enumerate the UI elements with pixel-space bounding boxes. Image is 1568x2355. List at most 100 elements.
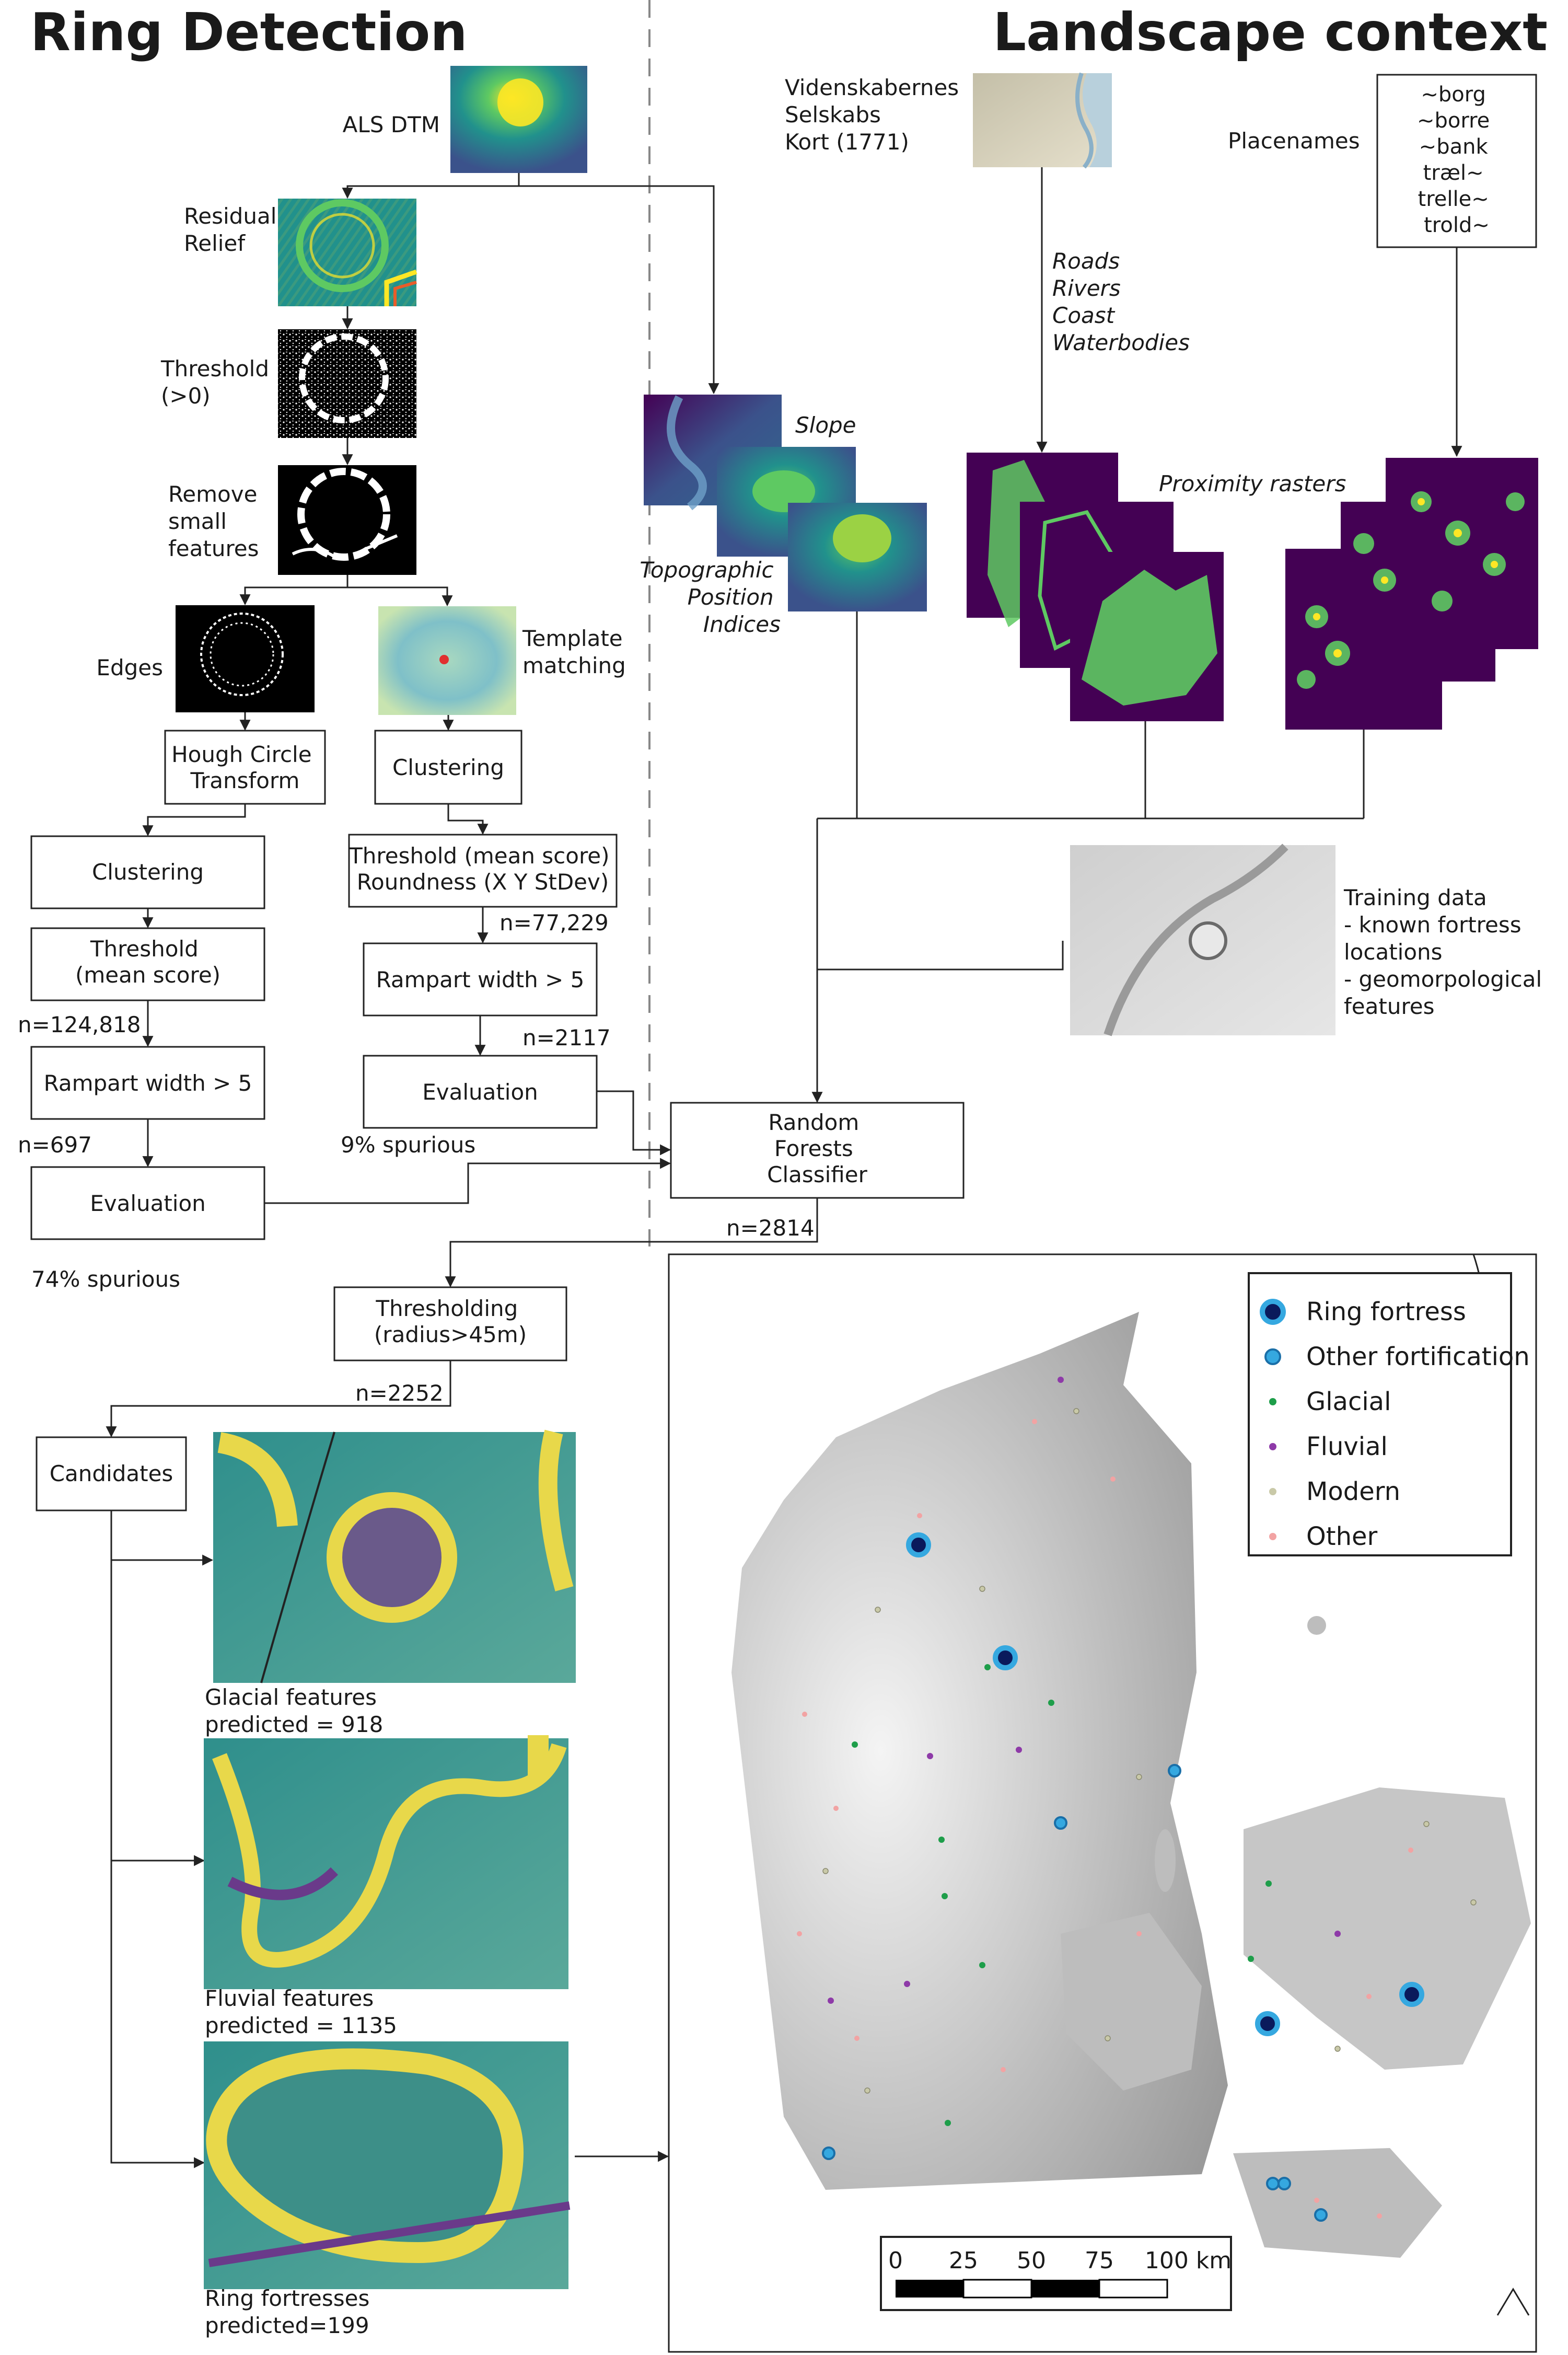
svg-text:~borg ~borre ~bank: ~borg ~borre ~bank træl~ trelle~ trold~ [1417, 83, 1496, 237]
scale-tick-label: 50 [1017, 2247, 1046, 2274]
rampart-left-box [30, 1046, 265, 1120]
funen-landmass [1061, 1913, 1202, 2091]
legend-marker-fluvial [1269, 1443, 1276, 1450]
als-dtm-image [450, 66, 587, 173]
denmark-map [668, 1253, 1537, 2353]
clustering-left-label: Clustering [92, 859, 204, 885]
slope-tpi-stack [644, 395, 927, 611]
threshold-gt0-label: Threshold (>0) [160, 356, 276, 409]
rampart-right-label: Rampart width > 5 [376, 967, 585, 992]
remove-small-label: Remove small features [168, 481, 264, 561]
heading-ring-detection: Ring Detection [30, 2, 468, 63]
legend-label-other: Other [1306, 1522, 1378, 1551]
arrow-candidates-to-ring [110, 1861, 205, 2168]
fluvial-example-image [204, 1735, 568, 1989]
clustering-right-label: Clustering [392, 755, 504, 780]
arrow-hough-to-clustering [142, 804, 246, 837]
als-dtm-label: ALS DTM [343, 112, 440, 137]
template-matching-image [378, 606, 516, 715]
glacial-example-image [213, 1429, 576, 1683]
placenames-label: Placenames [1228, 128, 1360, 154]
residual-relief-image [278, 199, 417, 306]
arrow-evaluation-left-to-rf [264, 1158, 671, 1204]
legend-label-ring-fortress: Ring fortress [1306, 1297, 1466, 1326]
placenames-box: ~borg ~borre ~bank træl~ trelle~ trold~ [1376, 74, 1537, 248]
threshold-mean-left-box [30, 927, 265, 1001]
training-data-image [1070, 844, 1335, 1036]
evaluation-left-box [30, 1166, 265, 1240]
rampart-right-box [363, 942, 598, 1017]
scale-tick-label: 25 [949, 2247, 978, 2274]
edges-label: Edges [96, 655, 163, 680]
scale-tick-label: 0 [888, 2247, 903, 2274]
slope-label: Slope [795, 412, 856, 438]
arrow-candidates-to-fluvial [110, 1560, 205, 1866]
legend-label-fluvial: Fluvial [1306, 1432, 1388, 1461]
scale-tick-label: 75 [1085, 2247, 1114, 2274]
legend-marker-modern [1269, 1488, 1276, 1495]
proximity-rasters-placenames [1285, 458, 1538, 730]
random-forests-box [670, 1102, 965, 1199]
legend-marker-ring-fortress [1260, 1299, 1286, 1325]
template-matching-label: Template matching [522, 626, 630, 678]
arrow-remove-to-template [347, 586, 453, 607]
n-2252-label: n=2252 [355, 1380, 444, 1406]
threshold-mean-left-label: Threshold (mean score) [75, 936, 220, 988]
training-data-label: Training data - known fortress locations… [1343, 885, 1549, 1019]
legend-marker-glacial [1269, 1398, 1276, 1405]
historic-map-image [973, 72, 1112, 169]
legend-label-glacial: Glacial [1306, 1387, 1391, 1416]
legend-marker-other-fortification [1264, 1348, 1281, 1365]
candidates-label: Candidates [50, 1461, 173, 1486]
glacial-example-label: Glacial features predicted = 918 [205, 1684, 384, 1737]
evaluation-right-box [363, 1055, 598, 1129]
arrow-remove-to-edges [239, 575, 349, 606]
heading-landscape-context: Landscape context [993, 2, 1548, 63]
legend-label-other-fortification: Other fortification [1306, 1342, 1530, 1371]
rampart-left-label: Rampart width > 5 [44, 1070, 252, 1096]
candidates-box [36, 1436, 187, 1511]
arrow-evaluation-right-to-rf [597, 1090, 671, 1156]
zealand-landmass [1244, 1787, 1531, 2070]
spurious-right-label: 9% spurious [341, 1132, 475, 1158]
proximity-rasters-features [967, 453, 1224, 721]
fluvial-example-label: Fluvial features predicted = 1135 [205, 1985, 397, 2038]
legend-marker-other [1269, 1533, 1276, 1540]
arrow-thresholding-to-candidates [106, 1360, 451, 1438]
lolland-landmass [1233, 2148, 1442, 2258]
legend-label-modern: Modern [1306, 1477, 1400, 1506]
line-training-to-rf [817, 941, 1064, 971]
n-2117-label: n=2117 [522, 1025, 611, 1050]
threshold-mean-right-label: Threshold (mean score) Roundness (X Y St… [349, 843, 617, 895]
n-124818-label: n=124,818 [18, 1012, 141, 1037]
scale-bar: 0 25 50 75 100 km [880, 2236, 1232, 2311]
map-features-label: Roads Rivers Coast Waterbodies [1052, 248, 1190, 355]
n-2814-label: n=2814 [726, 1215, 815, 1241]
edges-image [176, 605, 315, 712]
tpi-label: Topographic Position Indices [640, 557, 781, 637]
n-697-label: n=697 [18, 1132, 92, 1158]
arrow-dtm-to-residual [342, 173, 520, 199]
thresholding-radius-label: Thresholding (radius>45m) [374, 1296, 527, 1347]
spurious-left-label: 74% spurious [31, 1266, 180, 1292]
arrow-clustering-to-threshold-right [447, 804, 489, 835]
residual-relief-label: Residual Relief [184, 203, 284, 256]
ring-example-label: Ring fortresses predicted=199 [205, 2285, 377, 2338]
proximity-label: Proximity rasters [1159, 471, 1346, 497]
evaluation-left-label: Evaluation [90, 1191, 206, 1216]
threshold-image [278, 329, 416, 438]
hough-transform-label: Hough Circle Transform [171, 742, 319, 793]
thresholding-radius-box [333, 1286, 567, 1361]
historic-map-label: Videnskabernes Selskabs Kort (1771) [785, 75, 966, 155]
arrow-rf-to-thresholding [445, 1198, 818, 1288]
map-points [797, 1377, 1477, 2222]
n-77229-label: n=77,229 [500, 910, 609, 936]
evaluation-right-label: Evaluation [422, 1079, 538, 1105]
scale-tick-label: 100 km [1145, 2247, 1232, 2274]
remove-small-image [278, 465, 416, 575]
ring-example-image [204, 2041, 571, 2289]
arrow-dtm-to-slope [519, 185, 719, 395]
arrow-candidates-to-glacial [110, 1510, 214, 1566]
